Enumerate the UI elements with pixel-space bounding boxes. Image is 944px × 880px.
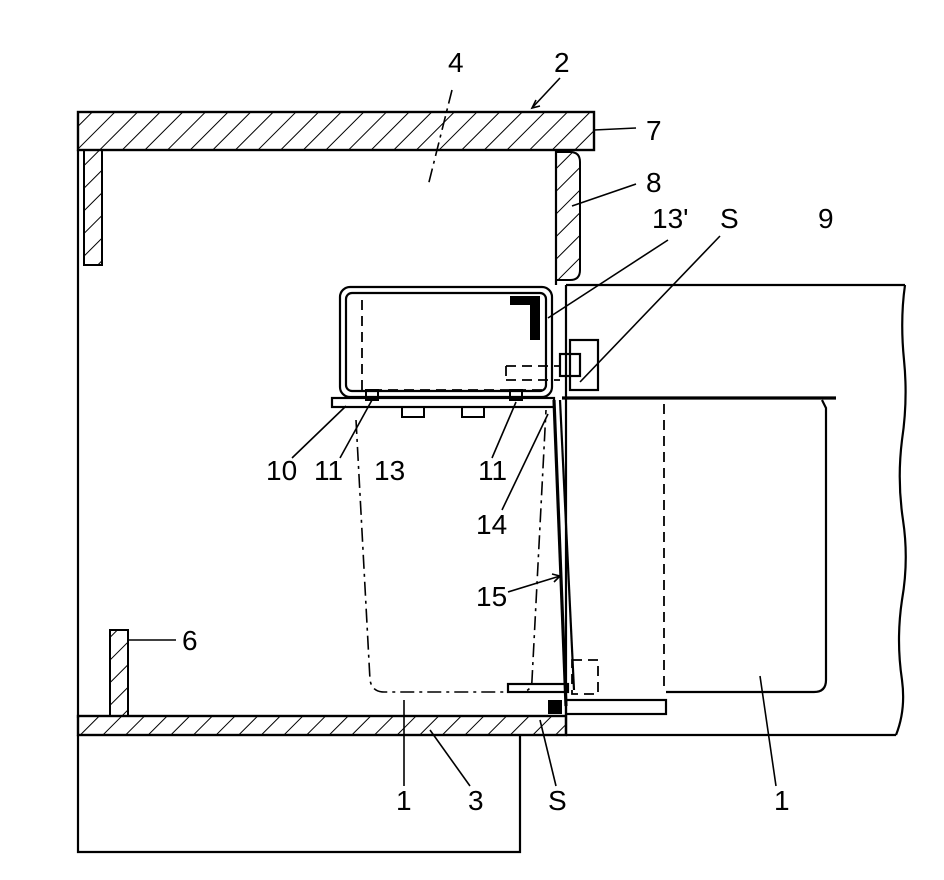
support-6: [110, 630, 128, 716]
lid-unit-13: [332, 287, 554, 417]
ref-10: 10: [266, 455, 297, 486]
hinge-bottom-s: [508, 660, 666, 714]
plinth: [78, 735, 520, 852]
ref-14: 14: [476, 509, 507, 540]
ref-2: 2: [554, 47, 570, 78]
front-strip-8: [556, 152, 580, 280]
drawer-front-9: [566, 285, 906, 735]
ref-13: 13: [374, 455, 405, 486]
ref-s-bottom: S: [548, 785, 567, 816]
linkage-15: [554, 400, 574, 706]
ref-1-right: 1: [774, 785, 790, 816]
ref-7: 7: [646, 115, 662, 146]
ref-3: 3: [468, 785, 484, 816]
ref-9: 9: [818, 203, 834, 234]
ref-s-top: S: [720, 203, 739, 234]
bin-inside-dashed: [356, 410, 546, 692]
ref-1-left: 1: [396, 785, 412, 816]
leader-lines: [128, 78, 776, 786]
ref-11-left: 11: [314, 455, 343, 486]
ref-6: 6: [182, 625, 198, 656]
worktop-7: [78, 112, 594, 150]
ref-4: 4: [448, 47, 464, 78]
ref-13-prime: 13': [652, 203, 689, 234]
ref-11-right: 11: [478, 455, 507, 486]
floor-shelf-3: [78, 716, 566, 735]
ref-8: 8: [646, 167, 662, 198]
left-rail: [84, 150, 102, 265]
ref-15: 15: [476, 581, 507, 612]
bin-right-1: [562, 398, 836, 692]
